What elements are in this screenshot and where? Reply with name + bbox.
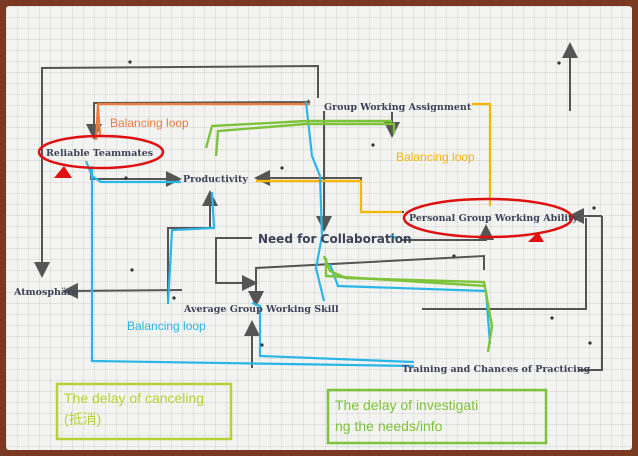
note-canceling-delay: The delay of canceling (抵消) bbox=[55, 382, 233, 441]
yellow-loop bbox=[256, 102, 492, 214]
node-personal-group-working-ability: Personal Group Working Ability bbox=[409, 213, 578, 224]
link-collab-to-ability bbox=[402, 224, 494, 241]
ability-highlight-ellipse bbox=[402, 197, 574, 239]
link-right-down bbox=[578, 216, 603, 371]
node-reliable-teammates: Reliable Teammates bbox=[46, 148, 153, 159]
node-average-group-working-skill: Average Group Working Skill bbox=[183, 304, 339, 315]
label-balancing-loop-orange: Balancing loop bbox=[110, 116, 189, 130]
orange-loop bbox=[94, 102, 310, 141]
note-investigating-delay: The delay of investigati ng the needs/in… bbox=[326, 388, 548, 445]
diagram-canvas: Group Working Assignment Reliable Teamma… bbox=[6, 6, 632, 450]
note-canceling-line2: (抵消) bbox=[64, 411, 101, 427]
red-highlights bbox=[37, 134, 574, 242]
link-collab-to-avgskill bbox=[215, 237, 258, 291]
reliable-warning-triangle bbox=[54, 166, 72, 178]
causal-loop-diagram: Group Working Assignment Reliable Teamma… bbox=[13, 42, 603, 445]
link-assignment-to-reliable bbox=[86, 99, 311, 140]
link-training-up bbox=[248, 254, 485, 307]
link-reliable-to-productivity bbox=[90, 168, 182, 187]
link-avgskill-to-productivity bbox=[167, 190, 218, 301]
link-right-to-training bbox=[422, 218, 587, 310]
node-productivity: Productivity bbox=[183, 174, 248, 185]
reliable-highlight-ellipse bbox=[37, 134, 165, 170]
note-canceling-line1: The delay of canceling bbox=[64, 390, 204, 406]
label-balancing-loop-cyan: Balancing loop bbox=[127, 319, 206, 333]
node-need-for-collaboration: Need for Collaboration bbox=[258, 232, 412, 246]
node-training-and-chances: Training and Chances of Practicing bbox=[402, 364, 591, 375]
note-investigating-line1: The delay of investigati bbox=[335, 397, 478, 413]
link-ability-to-productivity bbox=[254, 170, 404, 213]
green-loop bbox=[204, 119, 494, 353]
label-balancing-loop-yellow: Balancing loop bbox=[396, 150, 475, 164]
node-atmosphare: Atmosphäre bbox=[13, 287, 78, 298]
node-group-working-assignment: Group Working Assignment bbox=[324, 102, 472, 113]
link-to-atmosphare bbox=[62, 282, 183, 299]
link-top-to-atmosphare bbox=[34, 64, 319, 278]
plus-markers bbox=[124, 60, 596, 347]
ability-warning-triangle bbox=[528, 232, 544, 242]
note-investigating-line2: ng the needs/info bbox=[335, 418, 443, 434]
